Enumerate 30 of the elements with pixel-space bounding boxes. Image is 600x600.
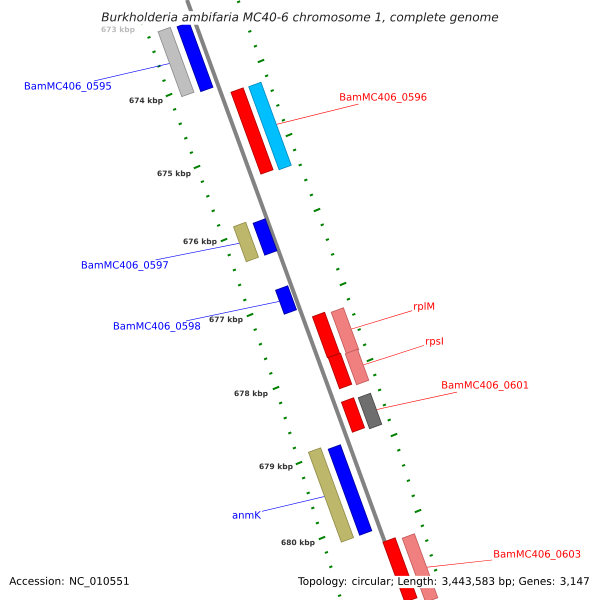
gene-label: BamMC406_0598	[114, 322, 200, 332]
gene-bar	[344, 348, 370, 386]
gene-label: rplM	[414, 302, 434, 312]
leader-line	[376, 392, 458, 410]
gene-bar	[328, 444, 372, 536]
accession-text: Accession: NC_010551	[8, 576, 131, 588]
gene-bar	[248, 82, 292, 170]
gene-label: BamMC406_0603	[494, 550, 580, 560]
leader-line	[186, 301, 280, 322]
leader-line	[262, 496, 325, 512]
leader-line	[94, 63, 170, 82]
leader-line	[351, 310, 412, 330]
gene-bar	[275, 285, 297, 315]
gene-label: BamMC406_0595	[24, 82, 111, 92]
genome-info-text: Topology: circular; Length: 3,443,583 bp; Genes: 3,147	[297, 576, 591, 588]
leader-line	[426, 560, 492, 568]
gene-bar	[158, 26, 194, 98]
gene-bar	[252, 218, 278, 256]
gene-bar	[328, 352, 352, 390]
gene-label: anmK	[232, 511, 262, 519]
gene-label: BamMC406_0597	[82, 261, 168, 271]
leader-line	[363, 345, 424, 366]
gene-label: rpsI	[426, 337, 443, 347]
leader-line	[276, 104, 359, 125]
gene-bar	[330, 307, 360, 355]
gene-label: BamMC406_0601	[442, 381, 528, 391]
leader-line	[155, 243, 240, 260]
gene-bar	[358, 392, 382, 430]
title: Burkholderia ambifaria MC40-6 chromosome 1, complete genome	[100, 11, 500, 25]
gene-label: BamMC406_0596	[340, 93, 426, 103]
